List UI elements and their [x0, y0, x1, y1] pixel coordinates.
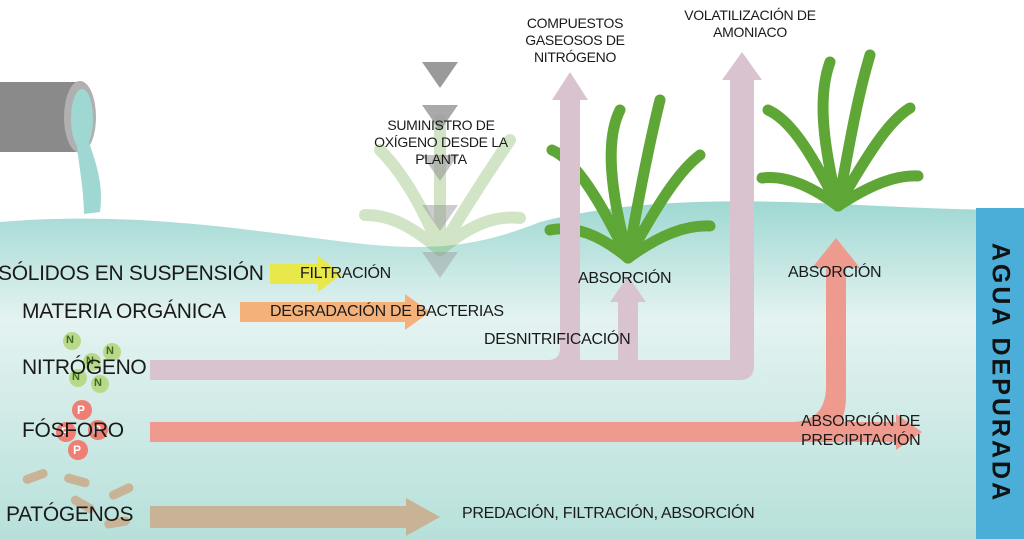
treated-water-label: AGUA DEPURADA — [986, 242, 1015, 504]
oxygen-arrows-icon — [422, 62, 458, 278]
output-label-oxygen: SUMINISTRO DE OXÍGENO DESDE LA PLANTA — [374, 117, 508, 167]
input-label-phosphorus: FÓSFORO — [22, 419, 124, 442]
filtration-arrow — [270, 256, 342, 292]
phosphorus-symbol-2: P — [61, 425, 69, 439]
process-label-precipitation: ABSORCIÓN DE PRECIPITACIÓN — [801, 413, 921, 449]
process-label-denitrification: DESNITRIFICACIÓN — [484, 331, 631, 348]
input-label-organic-matter: MATERIA ORGÁNICA — [22, 300, 226, 323]
pathogens-arrow — [150, 498, 440, 536]
phosphorus-arrow — [150, 238, 922, 450]
treated-water-panel — [976, 208, 1024, 539]
nitrogen-symbol-2: N — [106, 345, 114, 357]
input-label-nitrogen: NITRÓGENO — [22, 356, 147, 379]
phosphorus-molecules-icon — [56, 400, 108, 460]
phosphorus-symbol-3: P — [93, 423, 101, 437]
output-label-ammonia: VOLATILIZACIÓN DE AMONIACO — [684, 7, 816, 40]
nitrogen-symbol-3: N — [86, 355, 94, 367]
output-label-absorption-1: ABSORCIÓN — [578, 270, 672, 287]
phosphorus-symbol-1: P — [77, 403, 85, 417]
input-label-pathogens: PATÓGENOS — [6, 503, 134, 526]
nitrogen-symbol-4: N — [72, 371, 80, 383]
plant-2-icon — [756, 49, 924, 212]
output-label-gaseous-nitrogen: COMPUESTOS GASEOSOS DE NITRÓGENO — [525, 15, 625, 65]
oxygen-plant-icon — [359, 114, 526, 256]
process-label-filtration: FILTRACIÓN — [300, 265, 391, 282]
nitrogen-molecules-icon — [63, 332, 121, 393]
phosphorus-symbol-4: P — [73, 443, 81, 457]
process-label-predation: PREDACIÓN, FILTRACIÓN, ABSORCIÓN — [462, 505, 755, 522]
inflow-pipe-icon — [0, 81, 102, 214]
nitrogen-symbol-5: N — [94, 377, 102, 389]
input-label-solids: SÓLIDOS EN SUSPENSIÓN — [0, 262, 264, 285]
bacteria-degradation-arrow — [240, 294, 430, 330]
process-label-bacteria: DEGRADACIÓN DE BACTERIAS — [270, 303, 504, 320]
plant-1-icon — [544, 94, 716, 264]
pathogen-capsules-icon — [22, 469, 134, 529]
nitrogen-symbol-1: N — [66, 334, 74, 346]
output-label-absorption-2: ABSORCIÓN — [788, 264, 882, 281]
